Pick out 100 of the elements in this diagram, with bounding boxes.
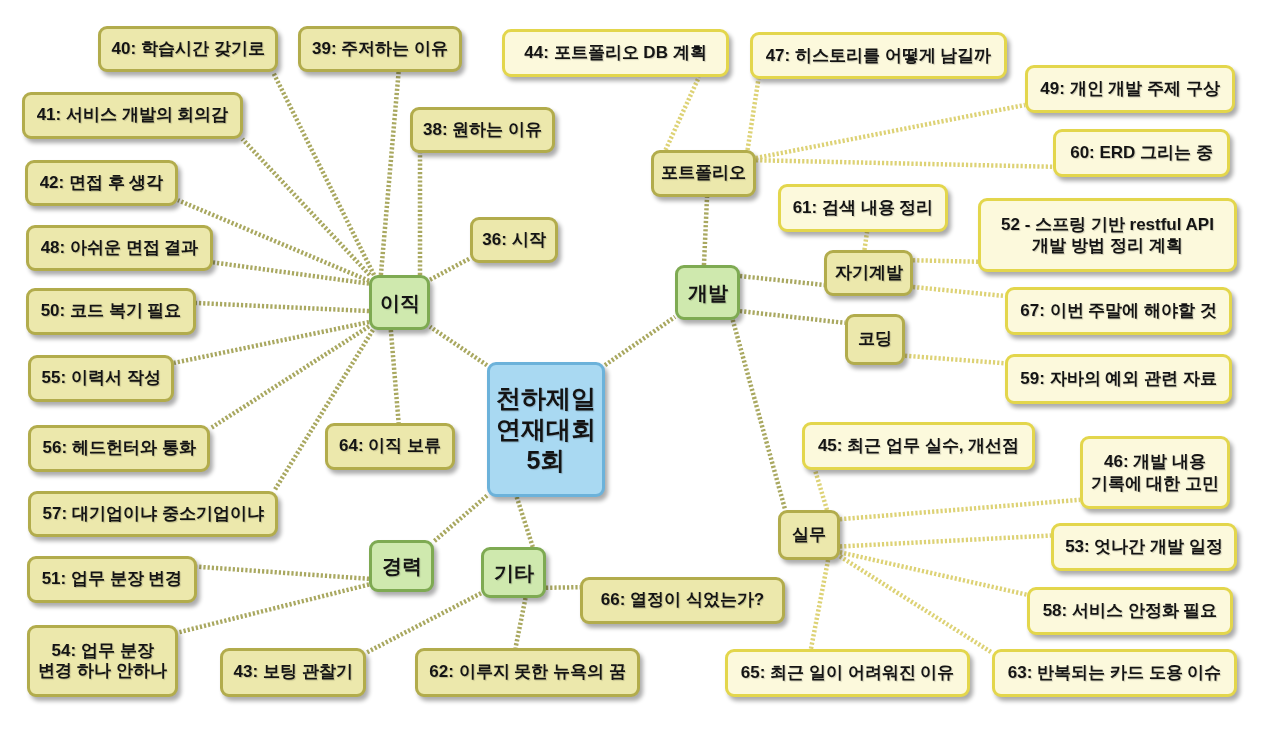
dotted-connector [514,496,535,548]
dotted-connector [364,591,483,655]
topic-text: 44: 포트폴리오 DB 계획 [524,42,707,64]
topic-text: 63: 반복되는 카드 도용 이슈 [1007,662,1222,684]
topic-text: 54: 업무 분장 변경 하나 안하나 [37,640,168,682]
dotted-connector [417,153,423,275]
dotted-connector [730,319,788,511]
topic-text: 61: 검색 내용 정리 [792,197,934,219]
subtopic-box [98,26,278,72]
topic-text: 이직 [379,290,420,315]
subtopic-box [580,577,785,624]
dotted-connector [513,597,528,649]
subtopic-box [824,250,913,296]
topic-text: 실무 [792,524,826,546]
subtopic-box [28,491,278,537]
topic-text: 49: 개인 개발 주제 구상 [1040,78,1220,100]
topic-text: 52 - 스프링 기반 restful API 개발 방법 정리 계획 [1000,213,1215,257]
dotted-connector [212,260,370,286]
topic-text: 65: 최근 일이 어려워진 이유 [740,662,955,684]
dotted-connector [240,137,372,277]
subtopic-box [410,107,555,153]
leaf-topic-box [992,649,1237,697]
leaf-topic-box [750,32,1007,79]
dotted-connector [838,554,994,655]
topic-text: 50: 코드 복기 필요 [40,301,182,322]
topic-text: 기타 [493,560,534,585]
dotted-connector [196,564,370,582]
topic-text: 55: 이력서 작성 [41,368,161,389]
topic-text: 38: 원하는 이유 [423,119,542,141]
topic-text: 59: 자바의 예외 관련 자료 [1020,368,1217,390]
topic-text: 46: 개발 내용 기록에 대한 고민 [1089,451,1221,494]
dotted-connector [195,300,370,314]
subtopic-box [415,648,640,697]
dotted-connector [177,198,370,283]
leaf-topic-box [1005,287,1232,335]
leaf-topic-box [1053,129,1230,177]
dotted-connector [428,324,489,368]
dotted-connector [739,308,846,326]
dotted-connector [808,559,831,650]
dotted-connector [812,469,830,511]
leaf-topic-box [978,198,1237,272]
topic-text: 47: 히스토리를 어떻게 남길까 [765,44,992,67]
leaf-topic-box [1080,436,1230,509]
leaf-topic-box [502,29,729,77]
dotted-connector [428,256,472,282]
leaf-topic-box [725,649,970,697]
leaf-topic-box [1005,354,1232,404]
dotted-connector [755,157,1054,170]
topic-text: 41: 서비스 개발의 회의감 [36,105,229,126]
leaf-topic-box [1027,587,1233,635]
dotted-connector [755,102,1026,161]
topic-text: 천하제일 연재대회 5회 [495,382,597,477]
leaf-topic-box [778,184,948,232]
topic-text: 자기계발 [834,262,903,284]
topic-text: 51: 업무 분장 변경 [41,569,183,590]
subtopic-box [298,26,462,72]
topic-text: 56: 헤드헌터와 통화 [42,438,196,459]
dotted-connector [272,328,375,493]
dotted-connector [912,284,1006,299]
topic-text: 53: 엇나간 개발 일정 [1065,536,1223,558]
topic-text: 경력 [381,554,422,578]
topic-text: 62: 이루지 못한 뉴욕의 꿈 [429,662,626,683]
topic-text: 48: 아쉬운 면접 결과 [40,237,199,259]
subtopic-box [470,217,558,263]
topic-text: 코딩 [858,329,892,350]
main-branch-box [369,275,430,330]
dotted-connector [663,76,701,151]
subtopic-box [26,288,196,335]
subtopic-box [845,314,905,365]
dotted-connector [270,71,377,276]
topic-text: 45: 최근 업무 실수, 개선점 [817,435,1020,457]
topic-text: 39: 주저하는 이유 [312,38,448,60]
subtopic-box [28,355,174,402]
dotted-connector [739,273,825,288]
subtopic-box [27,625,178,697]
topic-text: 58: 서비스 안정화 필요 [1042,600,1218,622]
subtopic-box [28,425,210,472]
dotted-connector [745,78,761,151]
topic-text: 43: 보팅 관찰기 [233,662,353,683]
dotted-connector [701,196,710,266]
subtopic-box [325,423,455,470]
dotted-connector [432,493,489,544]
dotted-connector [904,353,1006,366]
leaf-topic-box [1025,65,1235,113]
topic-text: 42: 면접 후 생각 [39,172,164,194]
topic-text: 66: 열정이 식었는가? [600,590,765,611]
dotted-connector [839,533,1052,549]
dotted-connector [545,584,581,591]
main-branch-box [481,547,546,598]
topic-text: 개발 [687,280,728,305]
main-branch-box [369,540,434,592]
topic-text: 64: 이직 보류 [339,436,441,457]
dotted-connector [603,315,677,367]
dotted-connector [912,258,979,264]
subtopic-box [778,510,840,560]
leaf-topic-box [1051,523,1237,571]
dotted-connector [862,231,870,251]
dotted-connector [177,582,370,635]
topic-text: 57: 대기업이냐 중소기업이냐 [42,503,264,525]
topic-text: 40: 학습시간 갖기로 [111,38,265,60]
